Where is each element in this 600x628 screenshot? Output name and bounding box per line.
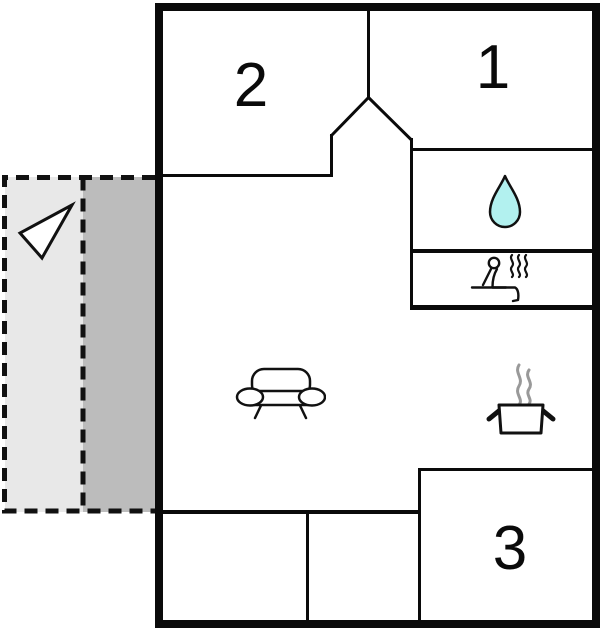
sofa-icon xyxy=(235,367,326,420)
terrace-dark-area xyxy=(83,177,155,512)
direction-arrow-icon xyxy=(17,201,76,261)
sofa-armrest-right xyxy=(297,387,326,407)
sauna-person-arm xyxy=(481,267,493,287)
sauna-person-head xyxy=(487,256,501,270)
water-drop-icon xyxy=(488,174,522,229)
wall-living-bottom xyxy=(163,510,421,514)
room-3-label: 3 xyxy=(492,514,528,583)
sauna-steam-lines xyxy=(509,253,529,279)
wall-room2-step xyxy=(330,134,333,177)
wall-room1-room2-divider xyxy=(367,11,370,99)
sauna-person-torso xyxy=(491,267,499,289)
wall-bathroom-left xyxy=(410,138,413,310)
wall-bottom-rooms-divider xyxy=(306,514,309,620)
wall-sauna-bottom xyxy=(410,305,592,310)
sofa-leg-left xyxy=(253,404,263,420)
cooking-pot-steam-icon xyxy=(486,363,556,435)
sofa-armrest-left xyxy=(235,387,265,407)
peak-diagonal-walls xyxy=(330,96,413,141)
sofa-leg-right xyxy=(298,404,308,420)
wall-room1-bottom xyxy=(410,148,592,151)
pot-body xyxy=(497,403,545,435)
room-2-label: 2 xyxy=(233,51,269,120)
sauna-person-leg xyxy=(491,286,520,303)
pot-steam-lines xyxy=(516,363,532,407)
wall-room3-left xyxy=(418,468,421,620)
wall-room2-bottom xyxy=(163,174,333,177)
wall-bathroom-sauna-divider xyxy=(412,249,592,253)
room-1-label: 1 xyxy=(475,33,511,102)
sauna-person-steam-icon xyxy=(470,253,529,303)
wall-room3-top xyxy=(418,468,592,471)
terrace-dashed-border xyxy=(2,175,155,514)
